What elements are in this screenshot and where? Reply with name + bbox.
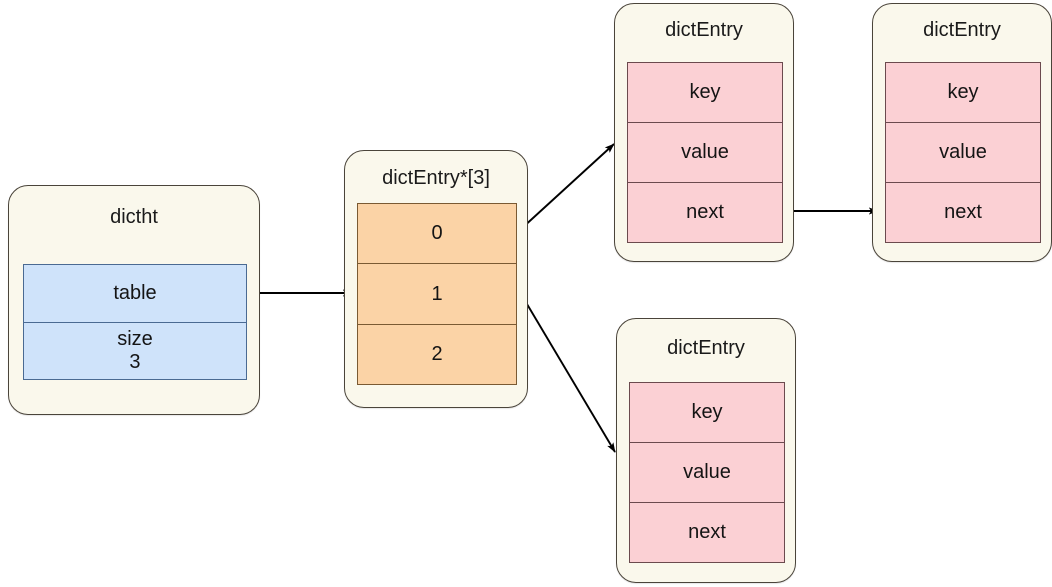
bucket-cell-2[interactable]: 2 [358,324,516,384]
field-size[interactable]: size 3 [24,322,246,379]
node-dictht-fields: table size 3 [23,264,247,380]
entry-0-a-key[interactable]: key [628,63,782,123]
edge-bucket-0-to-entry-0-a [520,143,615,230]
node-entry-1-a-title: dictEntry [667,337,745,359]
field-table[interactable]: table [24,265,246,323]
entry-0-a-value[interactable]: value [628,123,782,183]
edge-bucket-1-to-entry-1-a [520,293,616,453]
bucket-cell-1[interactable]: 1 [358,264,516,325]
node-entry-0-a[interactable]: dictEntry key value next [614,3,794,262]
node-entry-0-b-title: dictEntry [923,19,1001,41]
node-entry-1-a-fields: key value next [629,382,785,563]
node-entry-0-b-fields: key value next [885,62,1041,243]
bucket-cell-0[interactable]: 0 [358,204,516,265]
entry-0-b-value[interactable]: value [886,123,1040,183]
node-dictht-title: dictht [110,206,158,228]
entry-0-a-next[interactable]: next [628,183,782,242]
entry-0-b-key[interactable]: key [886,63,1040,123]
node-entry-0-a-title: dictEntry [665,19,743,41]
node-bucket-array[interactable]: dictEntry*[3] 0 1 2 [344,150,528,408]
node-entry-0-a-fields: key value next [627,62,783,243]
entry-1-a-value[interactable]: value [630,443,784,503]
node-dictht[interactable]: dictht table size 3 [8,185,260,415]
node-bucket-array-fields: 0 1 2 [357,203,517,385]
entry-1-a-key[interactable]: key [630,383,784,443]
node-entry-0-b[interactable]: dictEntry key value next [872,3,1052,262]
node-bucket-array-title: dictEntry*[3] [382,167,490,189]
node-entry-1-a[interactable]: dictEntry key value next [616,318,796,583]
entry-1-a-next[interactable]: next [630,503,784,562]
entry-0-b-next[interactable]: next [886,183,1040,242]
